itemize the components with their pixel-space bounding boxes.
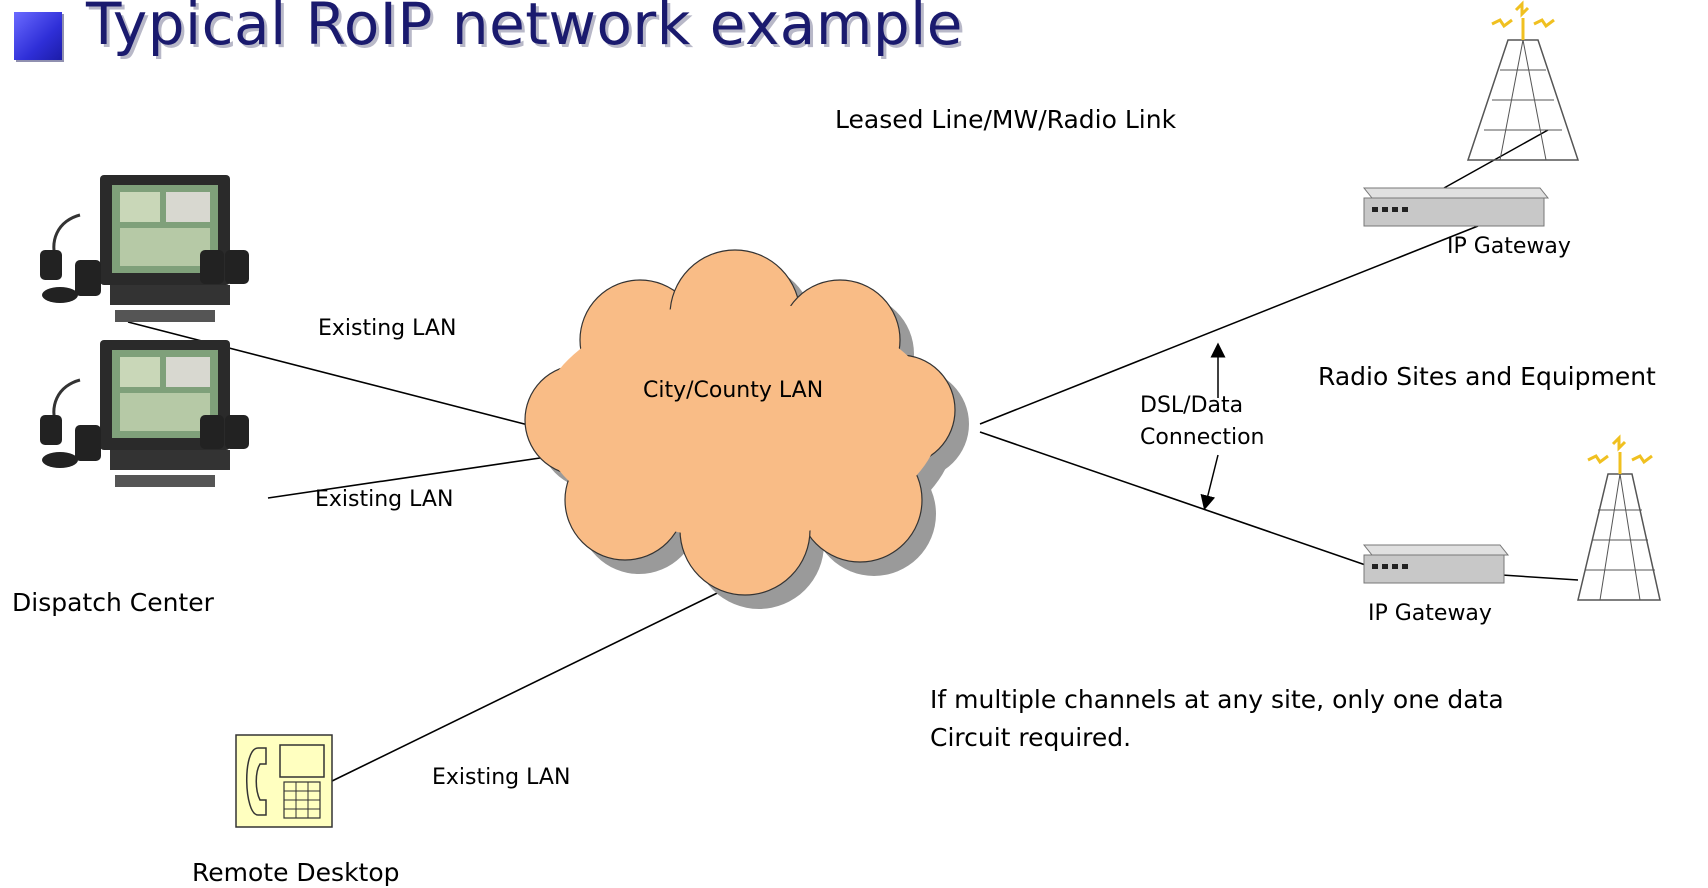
- note-line-1: If multiple channels at any site, only o…: [930, 685, 1504, 714]
- leased-line-label: Leased Line/MW/Radio Link: [835, 105, 1177, 134]
- radio-tower-icon: [1577, 434, 1661, 601]
- lan-link-2: [267, 457, 541, 499]
- cloud-label: City/County LAN: [643, 378, 824, 403]
- gateway-link-bottom: [979, 431, 1381, 571]
- cloud-body: [540, 302, 940, 538]
- dsl-label-line1: DSL/Data: [1140, 393, 1244, 418]
- slide-title: Typical RoIP network example: [86, 0, 963, 58]
- ip-gateway-bottom-label: IP Gateway: [1368, 601, 1492, 626]
- dispatch-console-icon: [40, 340, 249, 487]
- dispatch-center-label: Dispatch Center: [12, 588, 214, 617]
- radio-tower-icon: [1466, 0, 1580, 161]
- remote-desktop-label: Remote Desktop: [192, 858, 400, 887]
- dsl-arrow-down: [1200, 454, 1219, 511]
- tower-link-top: [1443, 129, 1549, 189]
- tower-link-bottom: [1501, 574, 1579, 581]
- ip-gateway-icon: [1362, 187, 1550, 227]
- lan-link-1: [127, 321, 541, 429]
- dispatch-console-icon: [40, 175, 249, 322]
- ip-gateway-icon: [1362, 544, 1510, 584]
- title-bullet-icon: [14, 12, 62, 60]
- dsl-label-line2: Connection: [1140, 425, 1265, 450]
- existing-lan-label-1: Existing LAN: [318, 316, 457, 341]
- note-line-2: Circuit required.: [930, 723, 1132, 752]
- radio-sites-label: Radio Sites and Equipment: [1318, 362, 1656, 391]
- desk-phone-icon: [235, 734, 333, 828]
- ip-gateway-top-label: IP Gateway: [1447, 234, 1571, 259]
- lan-link-3: [329, 577, 749, 783]
- existing-lan-label-3: Existing LAN: [432, 765, 571, 790]
- gateway-link-top: [979, 225, 1479, 425]
- existing-lan-label-2: Existing LAN: [315, 487, 454, 512]
